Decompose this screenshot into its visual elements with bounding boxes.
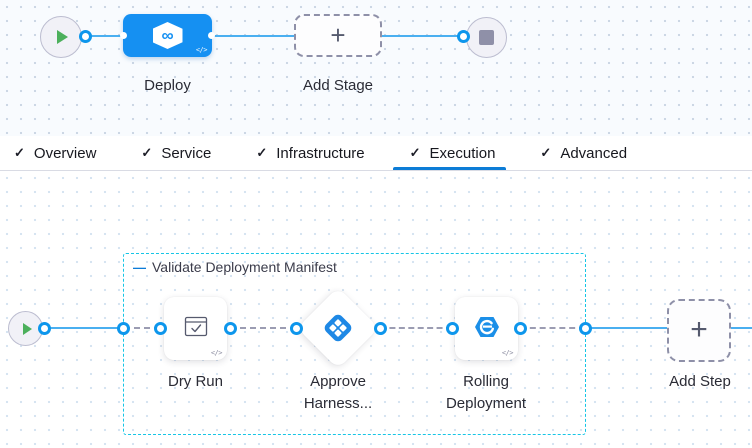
- stage-canvas: ∞ </> Deploy + Add Stage: [0, 0, 752, 136]
- connector-line: [85, 35, 125, 37]
- check-icon: ✓: [540, 145, 552, 160]
- connector-line: [44, 327, 124, 329]
- connector-port[interactable]: [79, 30, 92, 43]
- connector-port[interactable]: [514, 322, 527, 335]
- approve-label-line1: Approve: [310, 373, 366, 390]
- dry-run-icon: [184, 316, 207, 336]
- pipeline-end-node[interactable]: [466, 17, 507, 58]
- connector-port[interactable]: [457, 30, 470, 43]
- harness-cd-icon: ∞: [152, 22, 183, 49]
- infinity-glyph: ∞: [161, 26, 174, 45]
- code-view-icon[interactable]: </>: [195, 46, 208, 54]
- connector-port[interactable]: [579, 322, 592, 335]
- tab-infrastructure[interactable]: ✓ Infrastructure: [256, 136, 364, 170]
- approve-label-line2: Harness...: [303, 395, 373, 412]
- pipeline-start-node[interactable]: [40, 16, 82, 58]
- step-group-title: Validate Deployment Manifest: [152, 259, 337, 275]
- connector-port[interactable]: [290, 322, 303, 335]
- tab-label: Service: [161, 144, 212, 162]
- tab-label: Infrastructure: [276, 144, 365, 162]
- rolling-deployment-label: Rolling Deployment: [426, 371, 546, 415]
- connector-line-dashed: [124, 327, 160, 329]
- check-icon: ✓: [14, 145, 25, 160]
- tab-advanced[interactable]: ✓ Advanced: [540, 136, 627, 170]
- connector-port[interactable]: [38, 322, 51, 335]
- connector-port[interactable]: [446, 322, 459, 335]
- connector-port[interactable]: [224, 322, 237, 335]
- rolling-label-line1: Rolling: [463, 373, 509, 390]
- stage-config-tabs: ✓ Overview ✓ Service ✓ Infrastructure ✓ …: [0, 136, 752, 171]
- approve-label: Approve Harness...: [288, 371, 388, 415]
- connector-port[interactable]: [374, 322, 387, 335]
- connector-line: [585, 327, 667, 329]
- rolling-deployment-icon: [474, 316, 499, 337]
- connector-line: [382, 35, 463, 37]
- step-group-header[interactable]: — Validate Deployment Manifest: [133, 259, 337, 275]
- check-icon: ✓: [409, 145, 421, 160]
- plus-icon: +: [690, 312, 708, 346]
- connector-line: [731, 327, 752, 329]
- stage-edge-dot: [120, 32, 127, 39]
- play-icon: [57, 30, 68, 44]
- dry-run-label: Dry Run: [167, 373, 223, 390]
- stop-icon: [479, 30, 494, 45]
- add-step-button[interactable]: +: [667, 299, 731, 362]
- connector-line: [212, 35, 294, 37]
- execution-canvas: — Validate Deployment Manifest: [0, 171, 752, 448]
- tab-label: Execution: [429, 144, 496, 162]
- plus-icon: +: [330, 19, 346, 50]
- harness-approval-icon: [324, 314, 352, 342]
- code-view-icon[interactable]: </>: [501, 349, 514, 357]
- add-stage-label: Add Stage: [302, 77, 374, 94]
- tab-label: Overview: [33, 144, 97, 162]
- tab-overview[interactable]: ✓ Overview: [14, 136, 96, 170]
- step-rolling-deployment[interactable]: </>: [455, 297, 518, 360]
- step-dry-run[interactable]: </>: [164, 297, 227, 360]
- collapse-group-icon[interactable]: —: [133, 259, 146, 275]
- check-icon: ✓: [141, 145, 153, 160]
- connector-line-dashed: [380, 327, 452, 329]
- rolling-label-line2: Deployment: [445, 395, 527, 412]
- check-icon: ✓: [256, 145, 268, 160]
- connector-line-dashed: [520, 327, 585, 329]
- deploy-stage-label: Deploy: [144, 77, 191, 94]
- tab-label: Advanced: [560, 144, 628, 162]
- step-approve[interactable]: [296, 286, 380, 370]
- add-step-label: Add Step: [669, 373, 731, 390]
- deploy-stage-node[interactable]: ∞ </>: [120, 14, 215, 57]
- add-stage-button[interactable]: +: [294, 14, 382, 57]
- tab-service[interactable]: ✓ Service: [141, 136, 211, 170]
- play-icon: [22, 322, 32, 335]
- stage-edge-dot: [208, 32, 215, 39]
- connector-port[interactable]: [117, 322, 130, 335]
- code-view-icon[interactable]: </>: [210, 349, 223, 357]
- connector-line-dashed: [230, 327, 296, 329]
- tab-execution[interactable]: ✓ Execution: [392, 136, 507, 170]
- connector-port[interactable]: [154, 322, 167, 335]
- step-group-box[interactable]: [123, 253, 586, 435]
